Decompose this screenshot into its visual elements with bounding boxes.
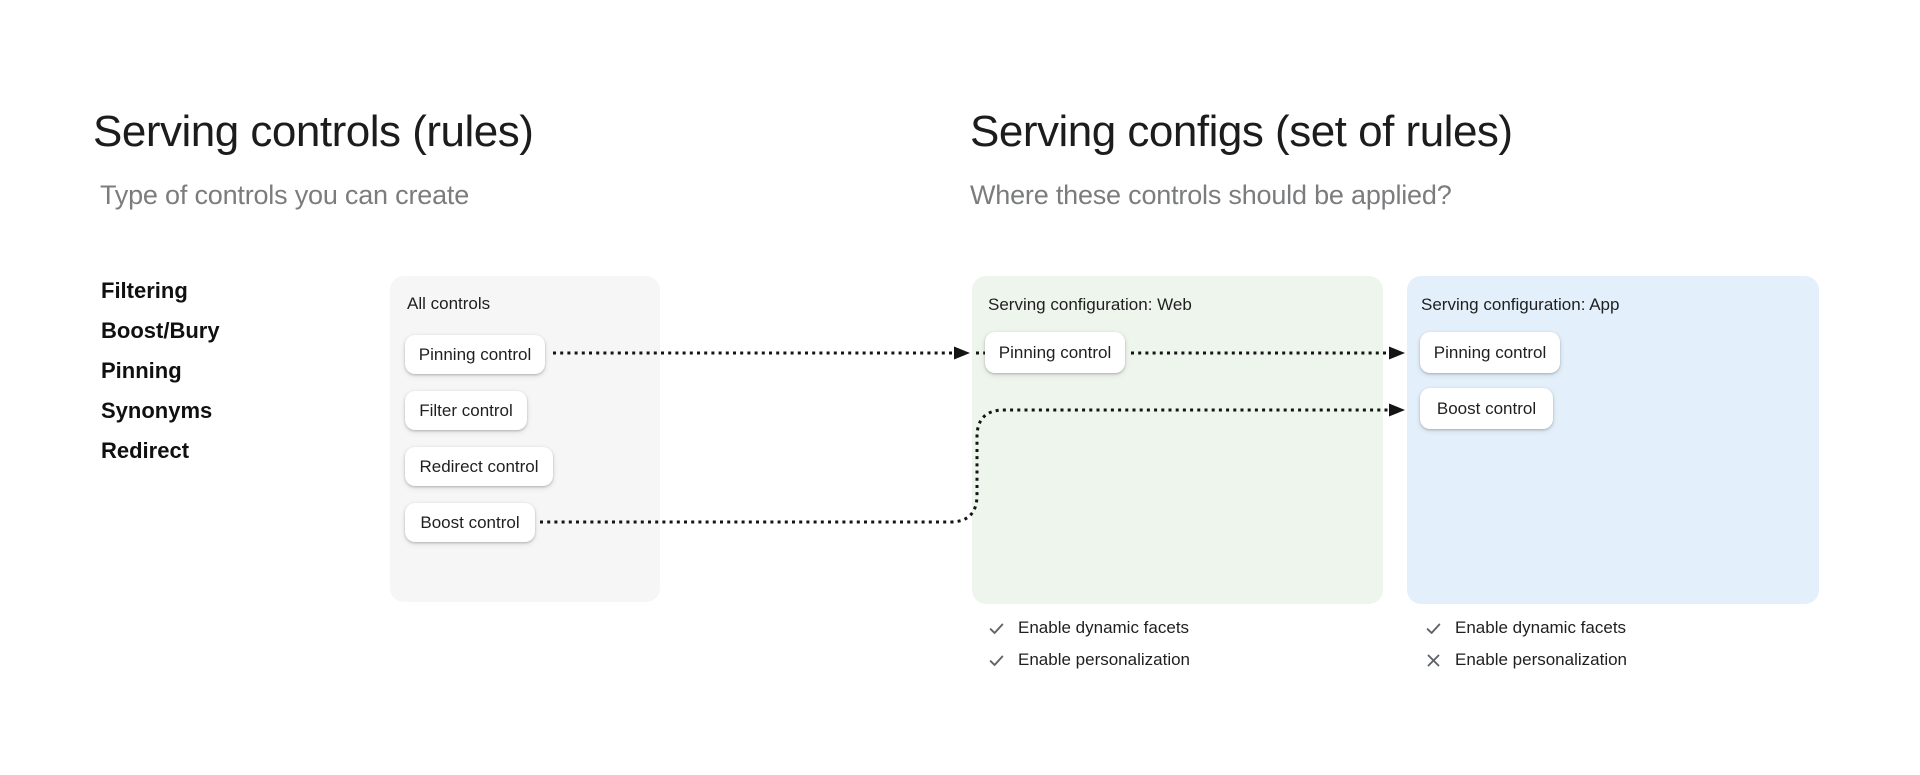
controls-subtitle: Type of controls you can create bbox=[100, 180, 470, 210]
feature-row: Enable personalization bbox=[988, 648, 1348, 672]
check-icon bbox=[989, 655, 1004, 666]
x-icon bbox=[1427, 654, 1440, 666]
web-feature-list: Enable dynamic facets Enable personaliza… bbox=[988, 616, 1348, 680]
control-type-redirect: Redirect bbox=[101, 438, 190, 463]
feature-label: Enable personalization bbox=[1018, 650, 1191, 669]
check-icon bbox=[1426, 623, 1441, 634]
control-type-boost-bury: Boost/Bury bbox=[101, 318, 220, 343]
all-controls-card-label: All controls bbox=[407, 294, 491, 313]
chip-filter-control: Filter control bbox=[405, 391, 527, 430]
app-chip-boost-control: Boost control bbox=[1420, 388, 1553, 429]
chip-redirect-control: Redirect control bbox=[405, 447, 553, 486]
config-card-web-label: Serving configuration: Web bbox=[988, 295, 1192, 314]
configs-subtitle: Where these controls should be applied? bbox=[970, 180, 1452, 210]
app-chip-pinning-control: Pinning control bbox=[1420, 332, 1560, 373]
arrowhead-app-pinning bbox=[1389, 346, 1405, 360]
feature-row: Enable personalization bbox=[1425, 648, 1785, 672]
configs-title: Serving configs (set of rules) bbox=[970, 107, 1513, 156]
arrowhead-app-boost bbox=[1389, 403, 1405, 417]
arrowhead-web-pinning bbox=[954, 346, 970, 360]
app-feature-list: Enable dynamic facets Enable personaliza… bbox=[1425, 616, 1785, 680]
config-card-app: Serving configuration: App Pinning contr… bbox=[1407, 276, 1819, 604]
feature-row: Enable dynamic facets bbox=[1425, 616, 1785, 640]
control-type-synonyms: Synonyms bbox=[101, 398, 213, 423]
feature-label: Enable dynamic facets bbox=[1455, 618, 1627, 637]
web-chip-pinning-control: Pinning control bbox=[985, 332, 1125, 373]
chip-boost-control: Boost control bbox=[405, 503, 535, 542]
all-controls-card: All controls Pinning control Filter cont… bbox=[390, 276, 660, 602]
control-type-pinning: Pinning bbox=[101, 358, 182, 383]
check-icon bbox=[989, 623, 1004, 634]
controls-title: Serving controls (rules) bbox=[93, 107, 534, 156]
config-card-app-label: Serving configuration: App bbox=[1421, 295, 1620, 314]
feature-label: Enable dynamic facets bbox=[1018, 618, 1190, 637]
config-card-web: Serving configuration: Web Pinning contr… bbox=[972, 276, 1383, 604]
control-type-filtering: Filtering bbox=[101, 278, 188, 303]
feature-label: Enable personalization bbox=[1455, 650, 1628, 669]
chip-pinning-control: Pinning control bbox=[405, 335, 545, 374]
feature-row: Enable dynamic facets bbox=[988, 616, 1348, 640]
control-type-list: Filtering Boost/Bury Pinning Synonyms Re… bbox=[101, 271, 220, 471]
